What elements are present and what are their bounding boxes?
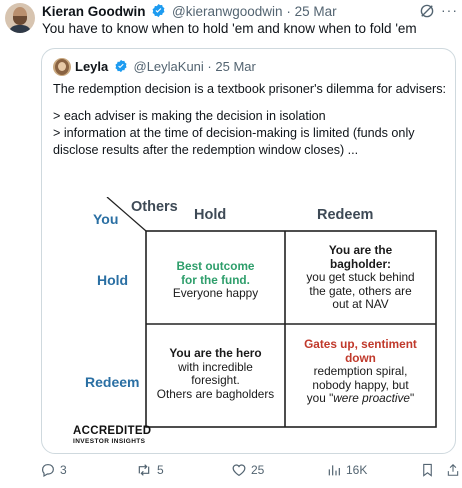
tweet-text: You have to know when to hold 'em and kn… (42, 21, 417, 36)
corner-diagonal (106, 197, 147, 232)
quoted-tweet[interactable]: Leyla @LeylaKuni · 25 Mar The redemption… (41, 48, 456, 454)
quote-date-separator: · (207, 59, 212, 74)
repost-icon (138, 464, 150, 476)
cell-body: out at NAV (332, 297, 389, 311)
cell-body-prefix: you " (306, 391, 334, 405)
more-options-icon[interactable]: ··· (441, 2, 458, 18)
author-avatar[interactable] (5, 3, 35, 33)
brand-logo-main: ACCREDITED (73, 425, 152, 437)
cell-title: down (345, 350, 376, 365)
repost-button[interactable]: 5 (135, 462, 164, 478)
cell-body: with incredible (178, 359, 253, 374)
quote-author-name: Leyla (75, 59, 109, 74)
cell-body-emphasis: were proactive (333, 391, 410, 405)
cell-title: You are the (328, 243, 393, 257)
quote-paragraph: The redemption decision is a textbook pr… (53, 82, 446, 96)
column-header-redeem: Redeem (317, 207, 374, 223)
corner-others-label: Others (131, 199, 178, 215)
view-count: 16K (346, 463, 368, 477)
cell-title: for the fund. (181, 272, 250, 287)
views-button[interactable]: 16K (326, 462, 367, 478)
quote-header: Leyla @LeylaKuni · 25 Mar (75, 59, 256, 74)
like-count: 25 (251, 463, 265, 477)
verified-badge-icon (115, 59, 127, 73)
quote-avatar-face (58, 62, 66, 71)
brand-logo-sub: INVESTOR INSIGHTS (73, 438, 146, 445)
row-header-redeem: Redeem (85, 374, 140, 390)
cell-hold-hold: Best outcome for the fund. Everyone happ… (148, 259, 283, 301)
cell-body: redemption spiral, (313, 364, 408, 378)
cell-body: nobody happy, but (312, 377, 409, 392)
analytics-icon (328, 465, 340, 476)
avatar-shirt (8, 25, 32, 33)
matrix-border (145, 230, 437, 428)
cell-body: Everyone happy (172, 286, 259, 300)
quote-author-handle: @LeylaKuni (133, 59, 204, 74)
reply-count: 3 (60, 463, 67, 477)
cell-title: Gates up, sentiment (304, 337, 417, 351)
author-name[interactable]: Kieran Goodwin (42, 4, 146, 19)
like-button[interactable]: 25 (231, 462, 264, 478)
quote-paragraph: > each adviser is making the decision in… (53, 109, 326, 123)
heart-icon (232, 464, 246, 477)
avatar-beard (13, 16, 27, 25)
cell-title: bagholder: (330, 256, 391, 271)
tweet-header: Kieran Goodwin @kieranwgoodwin · 25 Mar (42, 3, 337, 19)
cell-redeem-hold: You are the hero with incredible foresig… (148, 346, 283, 401)
cell-redeem-redeem: Gates up, sentiment down redemption spir… (287, 337, 434, 406)
bookmark-icon (423, 463, 432, 477)
cell-body-suffix: " (410, 391, 415, 405)
cell-title: Best outcome (176, 259, 255, 273)
verified-badge-icon (152, 3, 165, 18)
cell-body: you get stuck behind (306, 270, 415, 284)
quote-author-avatar (53, 58, 71, 76)
cell-title: You are the hero (169, 346, 262, 360)
quote-paragraph: > information at the time of decision-ma… (53, 126, 415, 140)
grok-icon[interactable] (418, 2, 436, 20)
quote-paragraph: disclose results after the redemption wi… (53, 143, 359, 157)
quote-text: The redemption decision is a textbook pr… (53, 81, 453, 159)
reply-button[interactable]: 3 (40, 462, 67, 478)
matrix-grid (106, 197, 437, 428)
share-button[interactable] (446, 462, 460, 478)
share-icon (447, 464, 459, 476)
cell-body: you "were proactive" (287, 391, 434, 406)
cell-body: foresight. (191, 373, 240, 387)
corner-you-label: You (93, 211, 119, 227)
quote-date: 25 Mar (215, 59, 256, 74)
reply-icon (42, 464, 54, 478)
cell-body: Others are bagholders (156, 386, 275, 401)
cell-hold-redeem: You are the bagholder: you get stuck beh… (287, 243, 434, 312)
cell-body: the gate, others are (309, 283, 412, 298)
row-header-hold: Hold (97, 272, 129, 288)
bookmark-button[interactable] (420, 462, 435, 478)
paragraph-gap (53, 98, 453, 108)
date-separator: · (286, 4, 291, 19)
action-bar: 3 5 25 16K (0, 462, 462, 482)
author-handle[interactable]: @kieranwgoodwin (172, 4, 283, 19)
tweet-date[interactable]: 25 Mar (294, 4, 337, 19)
repost-count: 5 (157, 463, 164, 477)
column-header-hold: Hold (194, 207, 227, 223)
